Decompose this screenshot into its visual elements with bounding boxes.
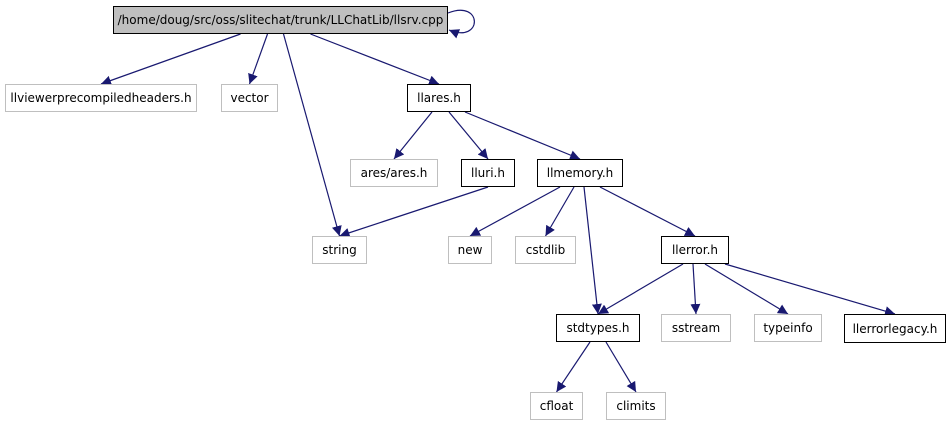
node-string[interactable]: string [312, 236, 367, 264]
edge-root-to-vector [248, 33, 269, 85]
node-llviewerprecompiledheaders-h[interactable]: llviewerprecompiledheaders.h [5, 84, 197, 112]
node-sstream[interactable]: sstream [661, 314, 731, 342]
node-cfloat[interactable]: cfloat [530, 392, 583, 420]
node-llerrorlegacy-h[interactable]: llerrorlegacy.h [844, 314, 946, 343]
edge-root-to-llviewerprecompiledheaders [100, 33, 241, 86]
node-new[interactable]: new [448, 236, 492, 264]
node-llerror-h[interactable]: llerror.h [661, 236, 729, 264]
edge-llmemory-to-llerror [599, 186, 696, 237]
edge-root-to-string [282, 33, 342, 237]
edge-root-self [447, 9, 475, 39]
node-typeinfo[interactable]: typeinfo [754, 314, 822, 342]
edge-llerror-to-typeinfo [704, 263, 789, 315]
edge-stdtypes-to-cfloat [556, 341, 591, 393]
node-lluri-h[interactable]: lluri.h [461, 159, 515, 187]
node-climits[interactable]: climits [606, 392, 666, 420]
edge-llerror-to-llerrorlegacy [724, 263, 896, 316]
edge-lluri-to-string [339, 186, 489, 238]
node-llares-h[interactable]: llares.h [407, 84, 471, 112]
edge-root-to-llares [310, 33, 440, 86]
node-cstdlib[interactable]: cstdlib [515, 236, 576, 264]
edge-stdtypes-to-climits [605, 341, 637, 393]
node-stdtypes-h[interactable]: stdtypes.h [556, 314, 640, 342]
edge-llerror-to-sstream [690, 263, 701, 315]
edge-llares-to-ares [393, 111, 433, 160]
edge-llmemory-to-stdtypes [583, 186, 602, 315]
edge-llerror-to-stdtypes [597, 263, 684, 315]
node-llsrv-cpp[interactable]: /home/doug/src/oss/slitechat/trunk/LLCha… [113, 6, 448, 34]
node-llmemory-h[interactable]: llmemory.h [537, 159, 623, 187]
edge-llares-to-llmemory [464, 111, 581, 160]
edge-llmemory-to-new [469, 186, 561, 237]
edge-llares-to-lluri [448, 111, 489, 160]
node-vector[interactable]: vector [221, 84, 278, 112]
node-ares-ares-h[interactable]: ares/ares.h [350, 159, 438, 187]
edge-llmemory-to-cstdlib [544, 186, 575, 237]
